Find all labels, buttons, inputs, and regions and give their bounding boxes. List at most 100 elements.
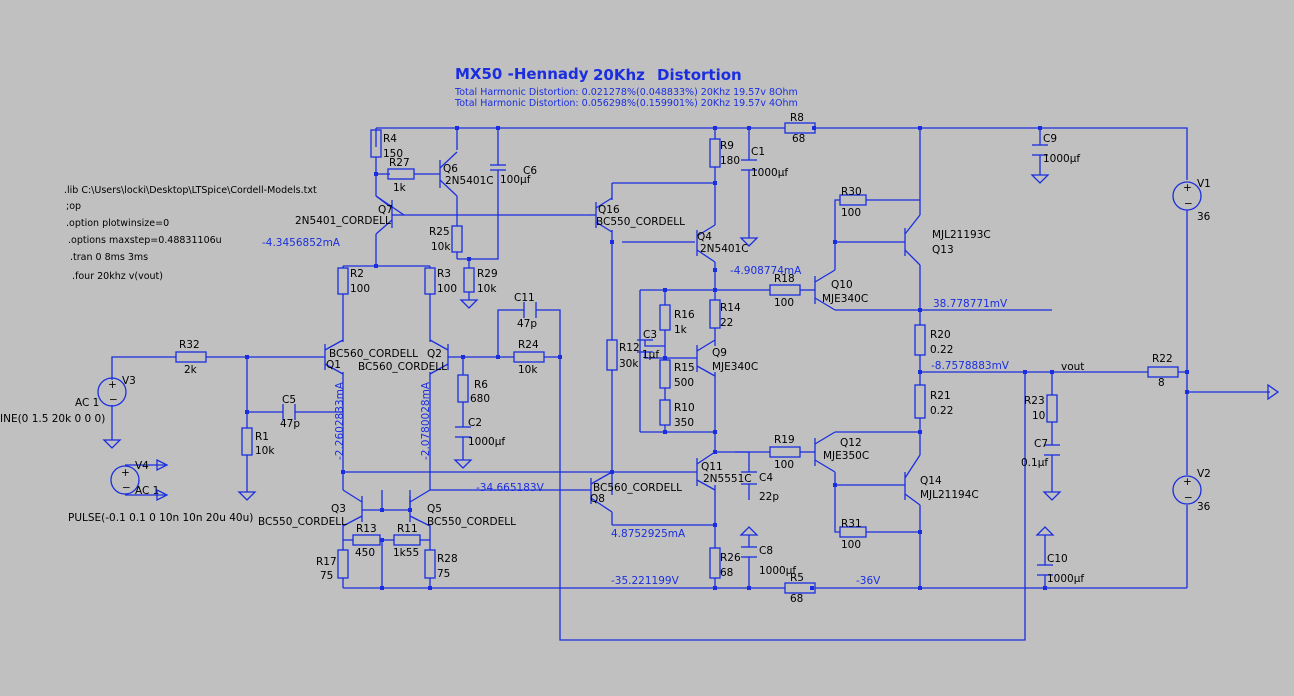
q7-current-readout: -4.3456852mA [262, 237, 341, 249]
transistor-q6[interactable] [439, 151, 458, 197]
resistor-r27[interactable] [387, 168, 415, 180]
lib-directive[interactable]: .lib C:\Users\locki\Desktop\LTSpice\Cord… [64, 185, 317, 196]
resistor-r20[interactable] [914, 324, 926, 356]
resistor-r17[interactable] [337, 549, 349, 579]
r9-value: 180 [720, 155, 740, 167]
c1-value: 1000µf [751, 167, 788, 179]
v4-spec: PULSE(-0.1 0.1 0 10n 10n 20u 40u) [68, 512, 253, 524]
q10-name: Q10 [831, 279, 853, 291]
ground-icon [1030, 174, 1050, 184]
resistor-r9[interactable] [709, 138, 721, 168]
four-directive[interactable]: .four 20khz v(vout) [72, 271, 163, 282]
resistor-r19[interactable] [769, 446, 801, 458]
resistor-r8[interactable] [784, 122, 816, 134]
transistor-q13[interactable] [904, 214, 921, 266]
transistor-q11[interactable] [612, 451, 716, 491]
resistor-r10[interactable] [659, 399, 671, 426]
transistor-q10[interactable] [814, 269, 836, 311]
r25-value: 10k [431, 241, 451, 253]
resistor-r26[interactable] [709, 547, 721, 579]
resistor-r22[interactable] [1147, 366, 1179, 378]
capacitor-c1[interactable] [741, 159, 757, 171]
resistor-r15[interactable] [659, 359, 671, 389]
resistor-r31[interactable] [839, 526, 867, 538]
resistor-r1[interactable] [241, 427, 253, 456]
ground-icon [102, 439, 122, 449]
maxstep-directive[interactable]: .options maxstep=0.48831106u [68, 235, 222, 246]
voltage-source-v1[interactable]: + − [1172, 181, 1202, 211]
q12-name: Q12 [840, 437, 862, 449]
v1-name: V1 [1197, 178, 1211, 190]
transistor-q9[interactable] [696, 339, 716, 377]
transistor-q12[interactable] [814, 431, 836, 485]
r14-name: R14 [720, 302, 741, 314]
negative-rail-readout-a: -35.221199V [611, 575, 680, 587]
r27-value: 1k [393, 182, 407, 194]
capacitor-c7[interactable] [1044, 444, 1060, 456]
transistor-q3[interactable] [342, 489, 363, 527]
transistors[interactable]: Q6 2N5401C Q7 2N5401_CORDELL Q16 BC550_C… [258, 151, 991, 528]
sources[interactable]: + − V1 36 + − V2 36 + − V3 AC 1 INE(0 1.… [0, 178, 1211, 524]
c10-name: C10 [1047, 553, 1068, 565]
capacitor-c9[interactable] [1032, 144, 1048, 156]
q10-model: MJE340C [822, 293, 868, 305]
resistor-r32[interactable] [175, 351, 207, 363]
resistor-r29[interactable] [463, 267, 475, 293]
transistor-q1[interactable] [324, 339, 344, 375]
resistor-r21[interactable] [914, 384, 926, 419]
q11-model: 2N5551C [703, 473, 752, 485]
resistors[interactable]: R4 150 R27 1k R25 10k R29 10k R2 100 R3 … [175, 112, 1179, 605]
resistor-r12[interactable] [606, 339, 618, 371]
transistor-q8[interactable] [590, 471, 613, 525]
transistor-q2[interactable] [429, 339, 449, 375]
q1-model: BC560_CORDELL [329, 348, 418, 360]
resistor-r24[interactable] [513, 351, 545, 363]
op-directive[interactable]: ;op [66, 201, 81, 212]
capacitor-c10[interactable] [1037, 564, 1053, 576]
plotwinsize-directive[interactable]: .option plotwinsize=0 [66, 218, 169, 229]
resistor-r23[interactable] [1046, 394, 1058, 423]
v1-value: 36 [1197, 211, 1211, 223]
transistor-q14[interactable] [904, 454, 921, 506]
net-label-vout[interactable]: vout [1061, 361, 1084, 373]
resistor-r11[interactable] [393, 534, 421, 546]
spice-directives[interactable]: .lib C:\Users\locki\Desktop\LTSpice\Cord… [64, 185, 317, 282]
transistor-q16[interactable] [589, 197, 613, 233]
resistor-r4[interactable] [370, 129, 382, 158]
resistor-r16[interactable] [659, 304, 671, 331]
resistor-r25[interactable] [451, 225, 463, 253]
transistor-q7[interactable] [375, 195, 404, 235]
svg-text:+: + [1183, 476, 1192, 488]
resistor-r18[interactable] [769, 284, 801, 296]
capacitor-c3[interactable] [637, 339, 653, 353]
capacitor-c4[interactable] [741, 471, 757, 485]
resistor-r30[interactable] [839, 194, 867, 206]
resistor-r28[interactable] [424, 549, 436, 579]
capacitor-c2[interactable] [455, 426, 471, 438]
resistor-r5[interactable] [784, 582, 816, 594]
transistor-q5[interactable] [409, 489, 431, 527]
voltage-source-v2[interactable]: + − [1172, 475, 1202, 505]
capacitor-c6[interactable] [490, 164, 506, 178]
resistor-r3[interactable] [424, 267, 436, 295]
capacitors[interactable]: C6 100µf C1 1000µf C9 1000µf C11 47p C5 … [280, 133, 1084, 585]
q5-name: Q5 [427, 503, 442, 515]
capacitor-c11[interactable] [523, 302, 537, 318]
capacitor-c8[interactable] [741, 546, 757, 558]
svg-text:+: + [121, 467, 130, 479]
c10-value: 1000µf [1047, 573, 1084, 585]
capacitor-c5[interactable] [282, 404, 296, 420]
v2-name: V2 [1197, 468, 1211, 480]
resistor-r2[interactable] [337, 267, 349, 295]
transistor-q4[interactable] [696, 224, 716, 263]
q16-name: Q16 [598, 204, 620, 216]
tran-directive[interactable]: .tran 0 8ms 3ms [70, 252, 148, 263]
resistor-r13[interactable] [352, 534, 381, 546]
voltage-source-v3[interactable]: + − [97, 377, 127, 407]
resistor-r14[interactable] [709, 299, 721, 329]
voltage-source-v4[interactable]: + − [110, 465, 140, 495]
r19-name: R19 [774, 434, 795, 446]
resistor-r6[interactable] [457, 374, 469, 403]
c4-value: 22p [759, 491, 779, 503]
